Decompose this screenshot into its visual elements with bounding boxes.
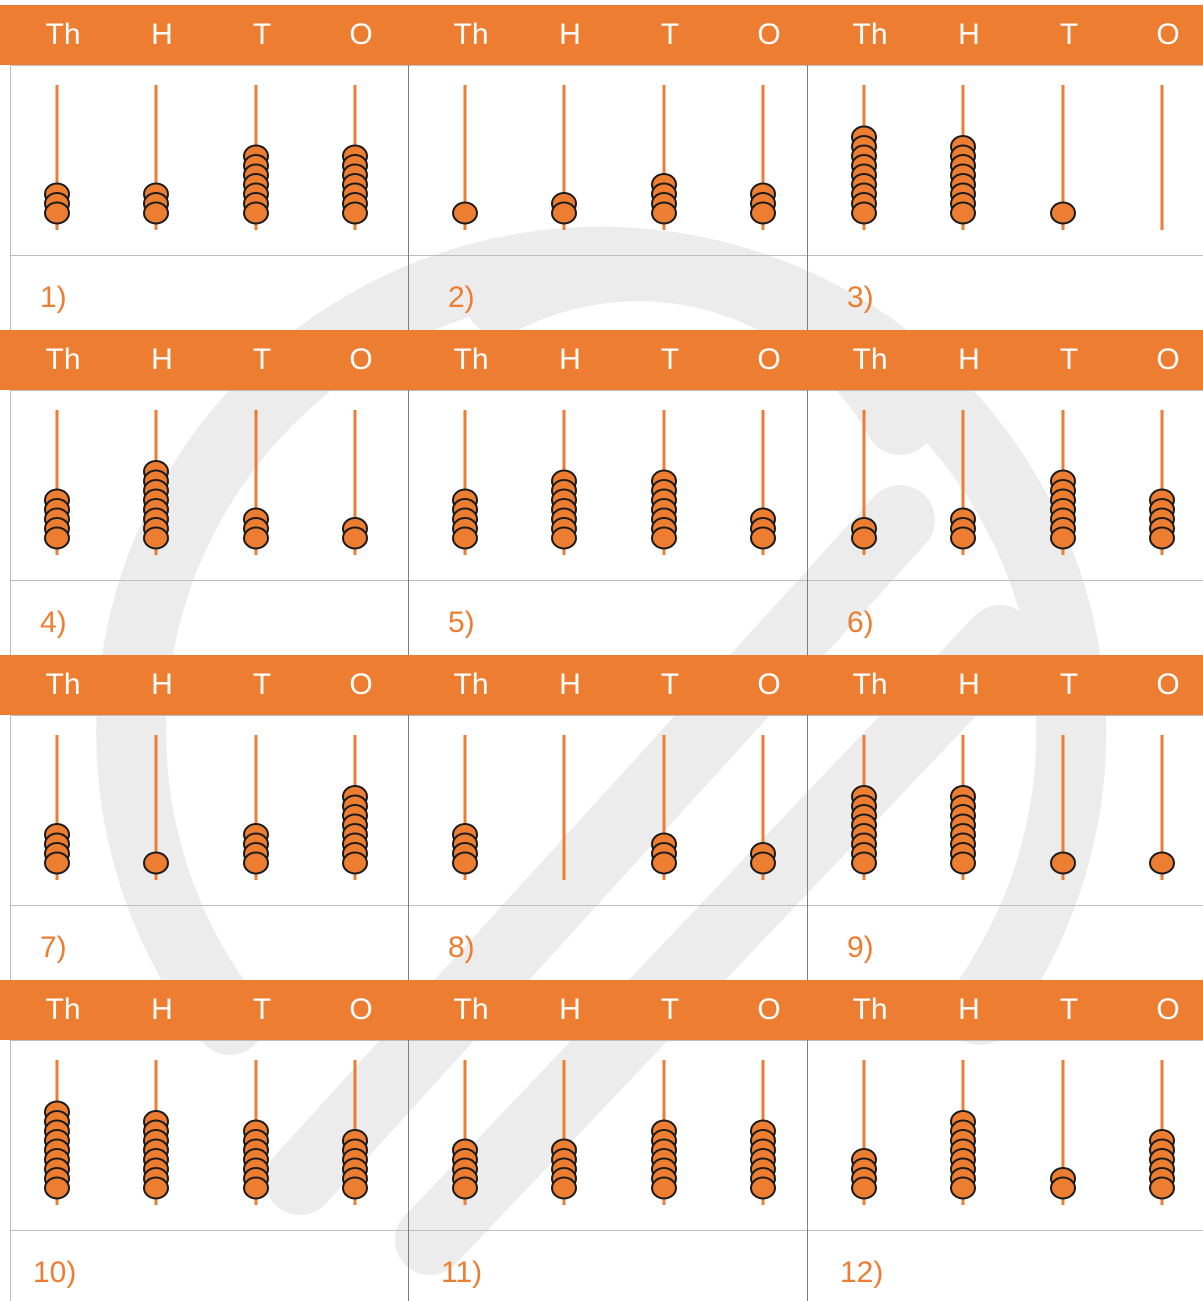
grid-divider bbox=[10, 1230, 1203, 1231]
grid-divider bbox=[10, 1040, 11, 1301]
grid-divider bbox=[408, 1040, 409, 1301]
grid-divider bbox=[10, 1040, 1203, 1041]
abacus-bead bbox=[1150, 1178, 1174, 1199]
abacus-bead bbox=[951, 1178, 975, 1199]
problem-number-label: 12) bbox=[840, 1258, 883, 1288]
abacus-bead bbox=[852, 1178, 876, 1199]
grid-divider bbox=[807, 1040, 808, 1301]
abacus-bead bbox=[1051, 1178, 1075, 1199]
